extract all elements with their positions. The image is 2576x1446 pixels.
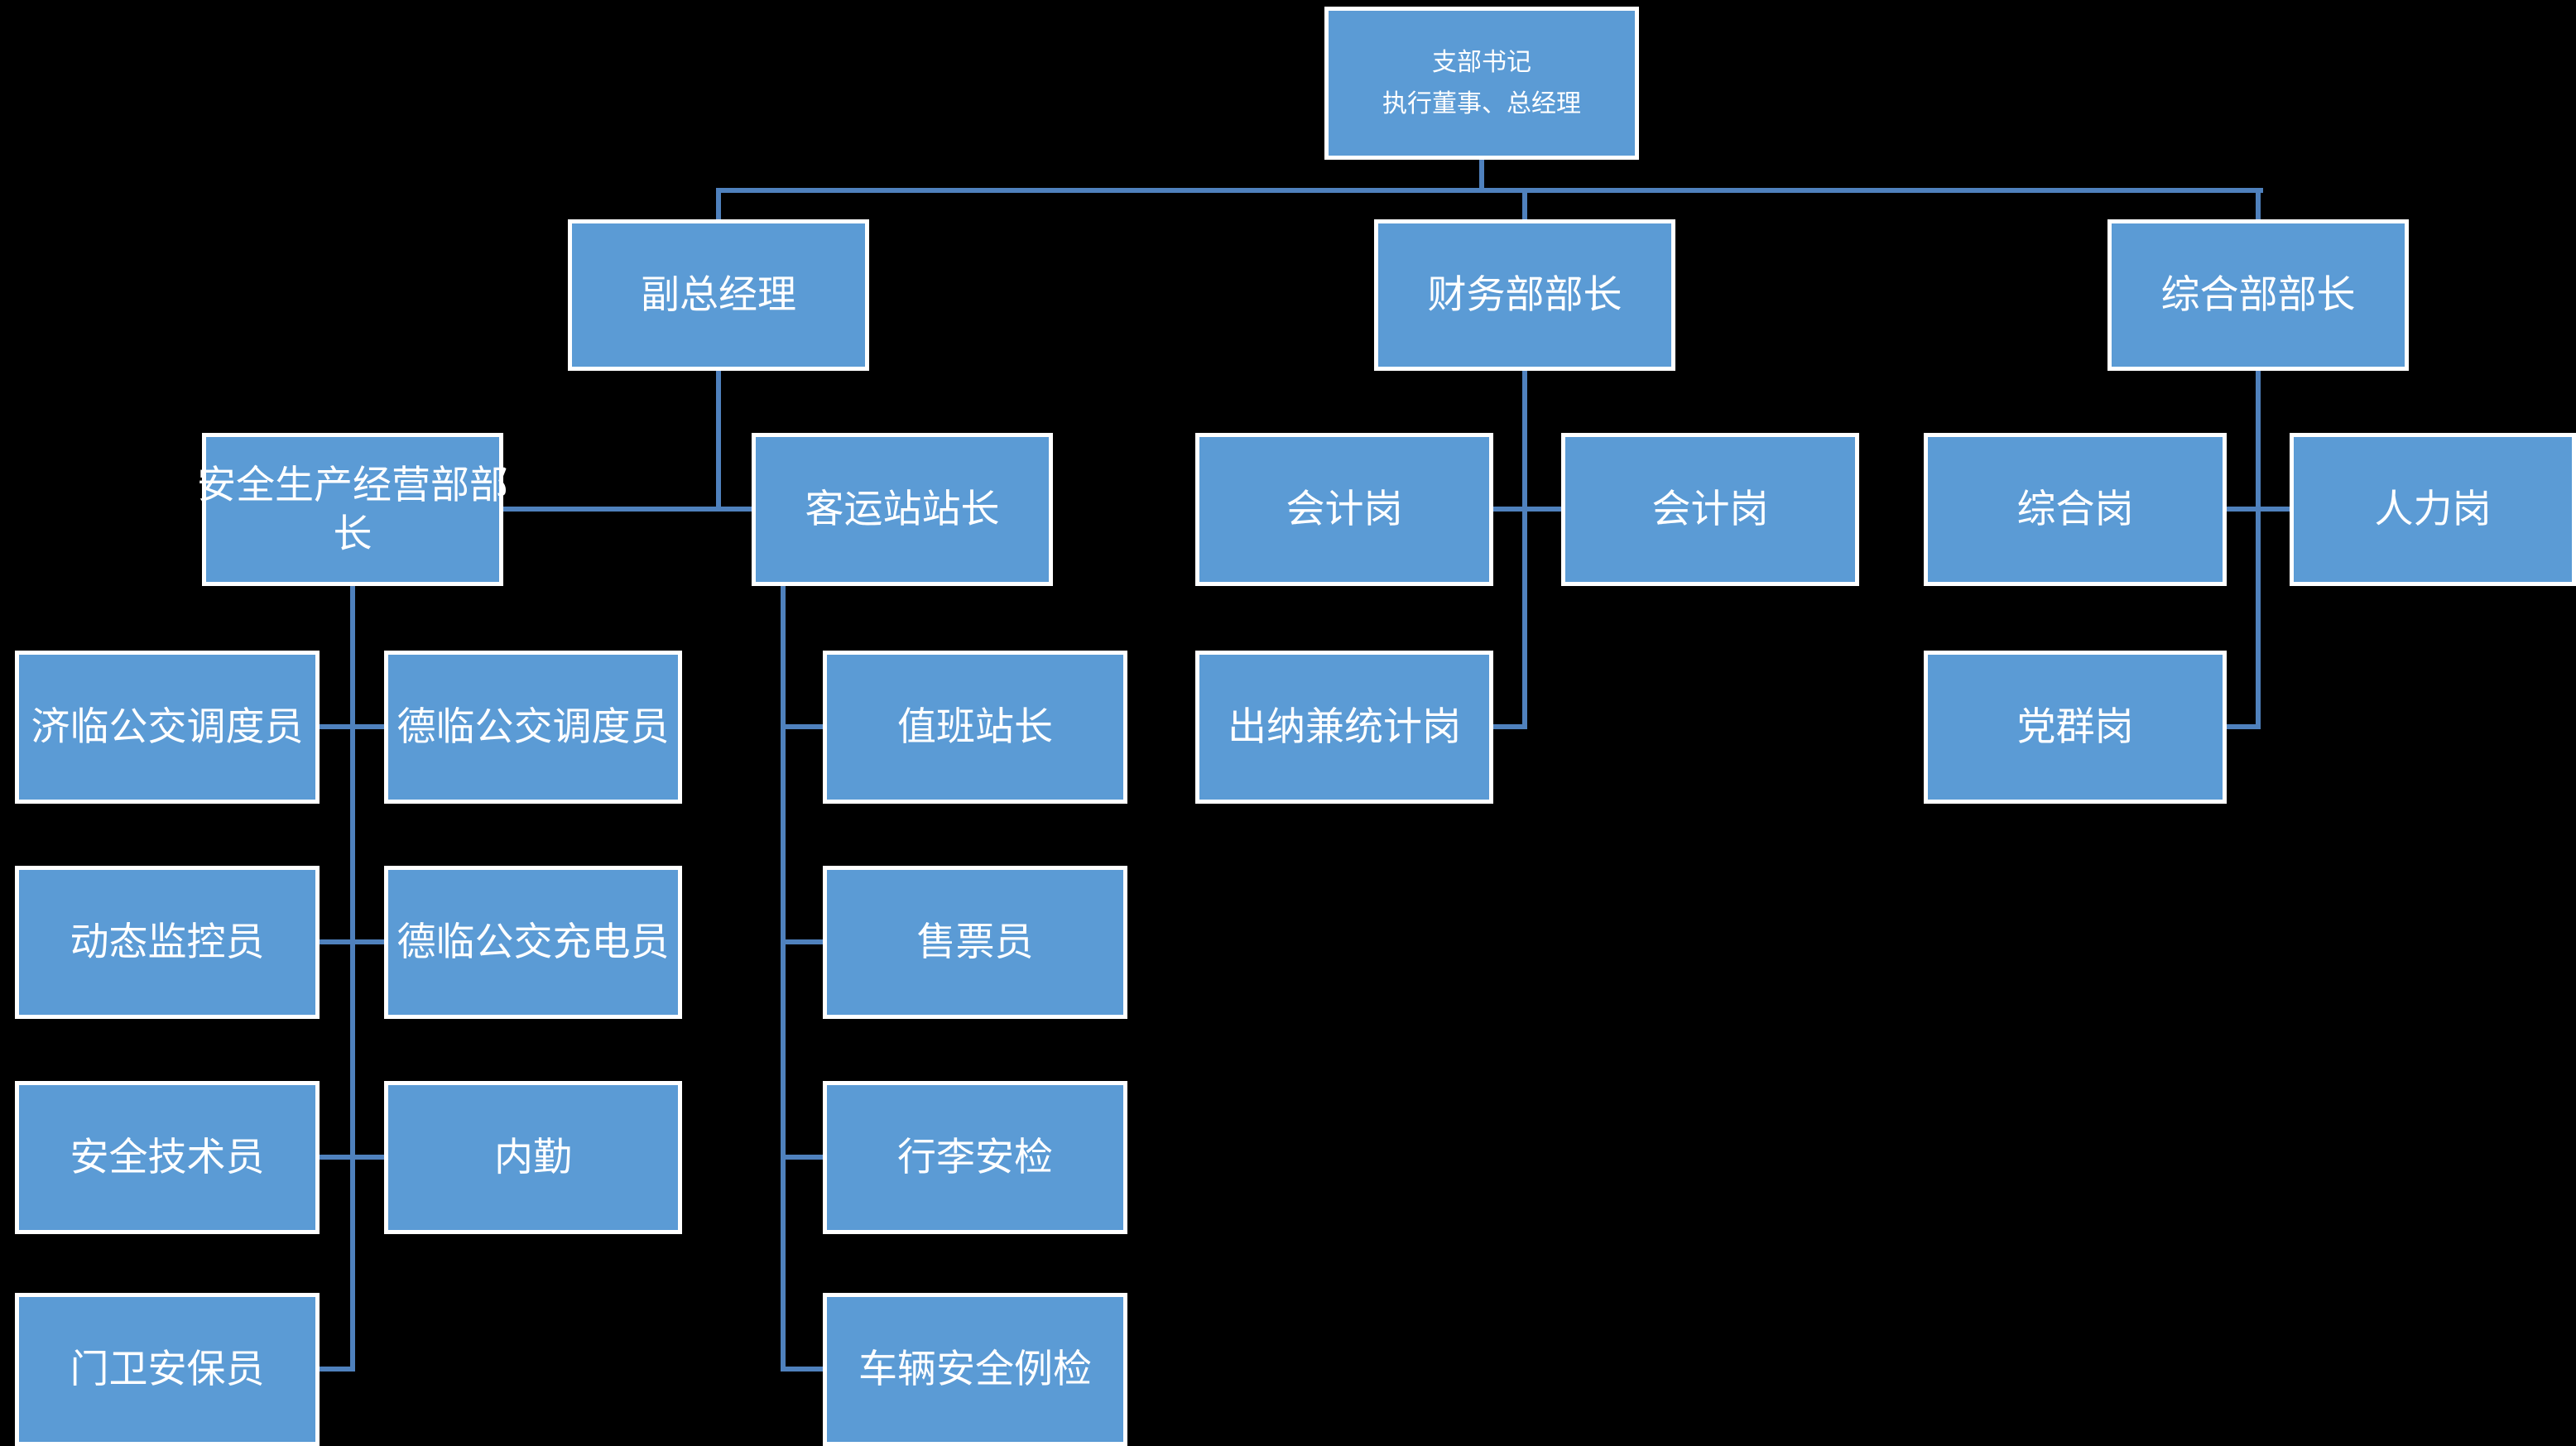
- connector-stub-row6-mid: [786, 1155, 823, 1160]
- org-node-dynamic-monitor: 动态监控员: [15, 866, 320, 1019]
- org-node-safety-technician: 安全技术员: [15, 1081, 320, 1234]
- org-node-finance-dept-head: 财务部部长: [1374, 219, 1675, 371]
- connector-stub-row6-left: [320, 1155, 384, 1160]
- org-node-cashier-statistician-post: 出纳兼统计岗: [1195, 651, 1493, 804]
- connector-general-trunk: [2256, 371, 2261, 729]
- connector-elbow-party-post: [2227, 724, 2261, 729]
- connector-elbow-cashier: [1493, 724, 1527, 729]
- connector-stub-row5-left: [320, 939, 384, 944]
- org-node-label: 党群岗: [2016, 704, 2134, 749]
- org-node-branch-secretary-gm: 支部书记执行董事、总经理: [1324, 7, 1639, 160]
- org-node-label: 安全生产经营部部: [197, 462, 508, 507]
- org-node-label: 会计岗: [1651, 487, 1769, 531]
- org-node-label: 副总经理: [641, 272, 796, 317]
- org-node-jilin-bus-dispatcher: 济临公交调度员: [15, 651, 320, 804]
- org-node-ticket-seller: 售票员: [823, 866, 1127, 1019]
- connector-station-master-trunk: [781, 586, 786, 1372]
- org-node-safety-production-dept-head: 安全生产经营部部长: [197, 433, 508, 586]
- connector-safety-dept-trunk: [350, 586, 355, 1372]
- connector-stub-row5-mid: [786, 939, 823, 944]
- org-node-label: 综合岗: [2016, 487, 2134, 531]
- org-node-label: 值班站长: [897, 704, 1053, 749]
- connector-elbow-vehicle-inspection: [781, 1367, 823, 1372]
- org-node-label: 德临公交调度员: [396, 704, 670, 749]
- org-node-label: 德临公交充电员: [396, 920, 670, 964]
- org-node-label: 行李安检: [897, 1135, 1053, 1179]
- org-node-human-resources-post: 人力岗: [2290, 433, 2576, 586]
- connector-finance-trunk: [1522, 371, 1527, 729]
- org-node-label: 安全技术员: [70, 1135, 265, 1179]
- org-node-label: 长: [333, 511, 372, 555]
- org-node-label: 售票员: [916, 920, 1034, 964]
- connector-drop-finance-head: [1522, 191, 1527, 219]
- org-node-label: 车辆安全例检: [858, 1347, 1092, 1391]
- org-node-passenger-station-master: 客运站站长: [752, 433, 1053, 586]
- connector-drop-deputy-gm: [716, 191, 721, 219]
- connector-level2-bus: [716, 188, 2263, 193]
- org-node-delin-bus-charger: 德临公交充电员: [384, 866, 682, 1019]
- connector-stub-row4-left: [320, 724, 384, 729]
- org-node-label: 执行董事、总经理: [1382, 89, 1581, 118]
- org-node-deputy-general-manager: 副总经理: [568, 219, 869, 371]
- org-node-label: 内勤: [494, 1135, 572, 1179]
- connector-drop-general-head: [2256, 191, 2261, 219]
- connector-row3-finance-horizontal: [1493, 507, 1561, 512]
- org-node-label: 财务部部长: [1427, 272, 1622, 317]
- org-node-label: 济临公交调度员: [31, 704, 304, 749]
- connector-row3-left-horizontal: [503, 507, 752, 512]
- org-node-label: 门卫安保员: [70, 1347, 265, 1391]
- org-node-label: 客运站站长: [805, 487, 1000, 531]
- org-node-label: 动态监控员: [70, 920, 265, 964]
- org-node-label: 综合部部长: [2160, 272, 2356, 317]
- org-node-party-mass-post: 党群岗: [1924, 651, 2227, 804]
- org-node-accountant-post-1: 会计岗: [1195, 433, 1493, 586]
- connector-stub-row4-mid: [786, 724, 823, 729]
- connector-elbow-gate-guard: [320, 1367, 355, 1372]
- org-node-duty-station-master: 值班站长: [823, 651, 1127, 804]
- org-node-label: 人力岗: [2374, 487, 2492, 531]
- org-node-label: 会计岗: [1286, 487, 1403, 531]
- org-node-luggage-security-check: 行李安检: [823, 1081, 1127, 1234]
- org-node-accountant-post-2: 会计岗: [1561, 433, 1859, 586]
- connector-row3-general-horizontal: [2227, 507, 2290, 512]
- org-node-gate-security-guard: 门卫安保员: [15, 1293, 320, 1446]
- org-node-office-clerk: 内勤: [384, 1081, 682, 1234]
- org-node-general-affairs-post: 综合岗: [1924, 433, 2227, 586]
- connector-deputy-gm-trunk: [716, 371, 721, 512]
- connector-top-drop: [1479, 160, 1484, 190]
- org-node-label: 出纳兼统计岗: [1228, 704, 1461, 749]
- org-node-vehicle-safety-inspection: 车辆安全例检: [823, 1293, 1127, 1446]
- org-node-label: 支部书记: [1432, 49, 1531, 76]
- org-node-general-dept-head: 综合部部长: [2107, 219, 2409, 371]
- org-node-delin-bus-dispatcher: 德临公交调度员: [384, 651, 682, 804]
